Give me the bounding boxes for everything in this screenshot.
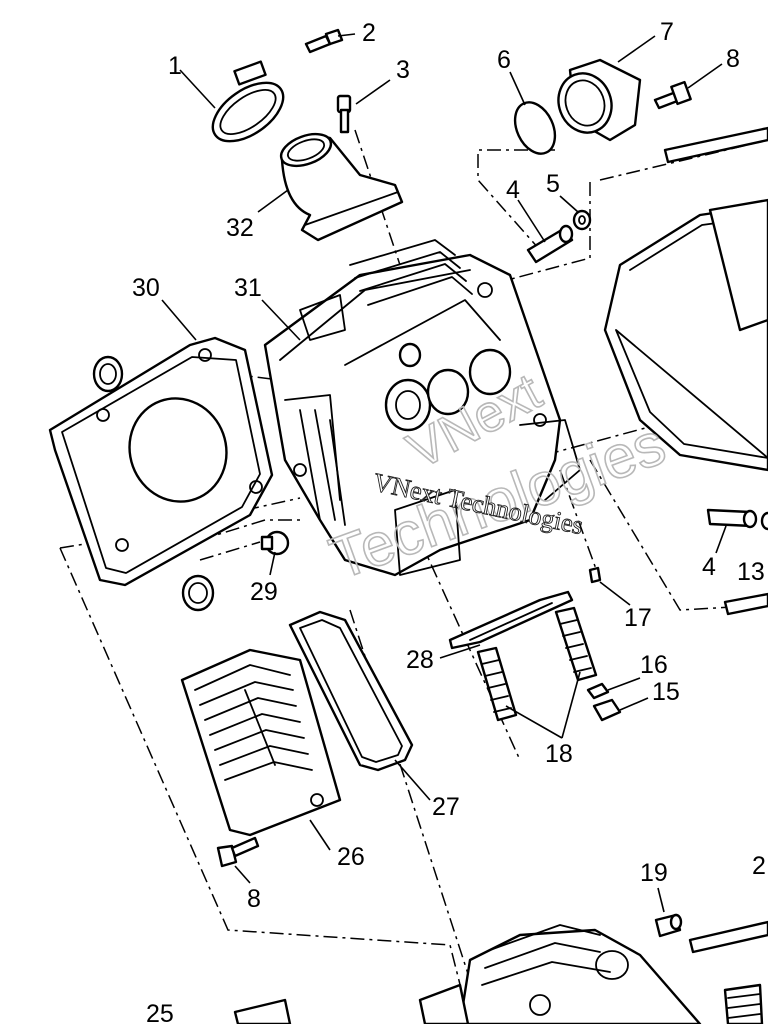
callout-4: 4 bbox=[506, 176, 520, 204]
callout-19: 19 bbox=[640, 859, 668, 887]
callout-32: 32 bbox=[226, 214, 254, 242]
callout-29: 29 bbox=[250, 578, 278, 606]
part-intake-elbow bbox=[279, 132, 404, 242]
part-valve-guide bbox=[526, 209, 592, 264]
callout-13: 13 bbox=[737, 558, 765, 586]
callout-1: 1 bbox=[168, 52, 182, 80]
callout-2-partial: 2 bbox=[752, 852, 766, 880]
part-bolt-8-top bbox=[653, 80, 692, 110]
part-dowel-19 bbox=[654, 913, 683, 938]
callout-25: 25 bbox=[146, 1000, 174, 1024]
part-cover-gasket-right bbox=[603, 198, 768, 472]
part-cylinder-head bbox=[263, 239, 581, 577]
part-plug-29 bbox=[260, 530, 290, 556]
part-bolt-3 bbox=[336, 94, 352, 134]
callout-5: 5 bbox=[546, 170, 560, 198]
callout-31: 31 bbox=[234, 274, 262, 302]
part-screw-2 bbox=[304, 28, 344, 54]
callout-3: 3 bbox=[396, 56, 410, 84]
part-dowels bbox=[92, 355, 215, 612]
callout-6: 6 bbox=[497, 46, 511, 74]
callout-8-bottom: 8 bbox=[247, 885, 261, 913]
part-cylinder-gasket bbox=[48, 336, 274, 587]
callout-18: 18 bbox=[545, 740, 573, 768]
part-studs bbox=[663, 126, 768, 616]
callout-30: 30 bbox=[132, 274, 160, 302]
callout-8: 8 bbox=[726, 45, 740, 73]
callout-15: 15 bbox=[652, 678, 680, 706]
callout-27: 27 bbox=[432, 793, 460, 821]
part-clip-16 bbox=[586, 682, 610, 700]
callout-28: 28 bbox=[406, 646, 434, 674]
callout-17: 17 bbox=[624, 604, 652, 632]
part-flange bbox=[557, 58, 642, 142]
callout-26: 26 bbox=[337, 843, 365, 871]
part-nut-15 bbox=[592, 698, 622, 722]
callout-16: 16 bbox=[640, 651, 668, 679]
part-pin-17 bbox=[588, 566, 602, 584]
callout-7: 7 bbox=[660, 18, 674, 46]
callout-4-right: 4 bbox=[702, 553, 716, 581]
callout-2: 2 bbox=[362, 19, 376, 47]
part-clamp bbox=[211, 60, 285, 143]
leader-lines bbox=[161, 33, 727, 913]
part-cover-gasket bbox=[288, 610, 414, 772]
callout-numbers: 1 2 3 6 7 8 4 5 32 30 31 29 4 13 17 28 1… bbox=[132, 18, 766, 1024]
part-valve-guide-right bbox=[706, 508, 768, 531]
part-springs bbox=[476, 606, 598, 722]
part-valve-cover bbox=[180, 648, 342, 837]
part-gasket-28 bbox=[448, 590, 574, 650]
part-lower-head bbox=[233, 920, 768, 1024]
part-bolt-8-bottom bbox=[216, 836, 260, 868]
